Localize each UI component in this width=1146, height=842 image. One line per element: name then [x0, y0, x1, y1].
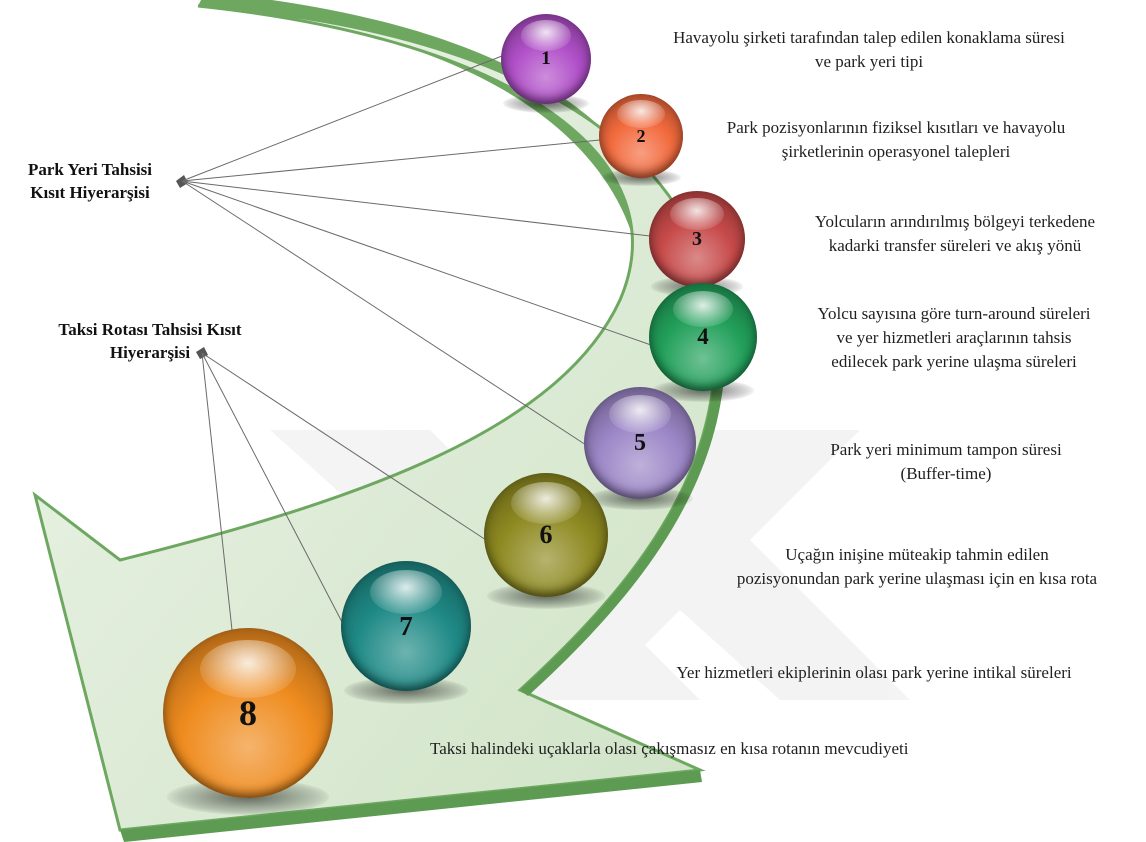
ball-highlight: [200, 639, 296, 698]
step-ball-1: 1: [501, 14, 591, 104]
parking-hierarchy-line1: Park Yeri Tahsisi: [27, 160, 153, 179]
step-number: 4: [697, 324, 709, 349]
step-ball-5: 5: [584, 387, 696, 499]
taxi-connector-line-7: [201, 352, 343, 623]
step-ball-8: 8: [163, 628, 333, 798]
step-number: 3: [692, 227, 702, 250]
description-line: Havayolu şirketi tarafından talep edilen…: [673, 28, 1065, 47]
description-line: Park yeri minimum tampon süresi: [830, 440, 1062, 459]
ball-highlight: [608, 394, 672, 433]
ball-highlight: [511, 481, 581, 524]
step-description-1: Havayolu şirketi tarafından talep edilen…: [594, 26, 1144, 74]
step-description-3: Yolcuların arındırılmış bölgeyi terkeden…: [770, 210, 1140, 258]
step-ball-2: 2: [599, 94, 683, 178]
step-number: 5: [634, 429, 646, 456]
description-line: Uçağın inişine müteakip tahmin edilen: [785, 545, 1049, 564]
taxi-hierarchy-label: Taksi Rotası Tahsisi Kısıt Hiyerarşisi: [20, 318, 280, 364]
description-line: ve park yeri tipi: [814, 52, 924, 71]
description-line: ve yer hizmetleri araçlarının tahsis: [836, 328, 1072, 347]
connector-lines: [181, 55, 652, 631]
step-number: 6: [539, 520, 553, 549]
step-description-7: Yer hizmetleri ekiplerinin olası park ye…: [604, 661, 1144, 685]
step-ball-7: 7: [341, 561, 471, 691]
ball-highlight: [520, 20, 572, 51]
parking-connector-line-4: [181, 180, 652, 346]
description-line: Taksi halindeki uçaklarla olası çakışmas…: [430, 739, 909, 758]
parking-connector-line-2: [181, 139, 601, 182]
taxi-hierarchy-line1: Taksi Rotası Tahsisi Kısıt: [58, 320, 242, 339]
step-description-8: Taksi halindeki uçaklarla olası çakışmas…: [430, 737, 1030, 761]
description-line: pozisyonundan park yerine ulaşması için …: [736, 569, 1098, 588]
parking-connector-line-3: [181, 180, 651, 237]
step-ball-4: 4: [649, 283, 757, 391]
step-description-2: Park pozisyonlarının fiziksel kısıtları …: [676, 116, 1116, 164]
step-description-5: Park yeri minimum tampon süresi (Buffer-t…: [776, 438, 1116, 486]
step-number: 8: [239, 693, 257, 733]
ball-highlight: [672, 290, 734, 328]
description-line: (Buffer-time): [900, 464, 992, 483]
description-line: şirketlerinin operasyonel talepleri: [781, 142, 1011, 161]
ball-highlight: [617, 99, 665, 129]
description-line: edilecek park yerine ulaşma süreleri: [831, 352, 1077, 371]
parking-hierarchy-line2: Kısıt Hiyerarşisi: [30, 183, 150, 202]
step-number: 2: [636, 125, 646, 146]
step-number: 7: [399, 610, 413, 641]
taxi-connector-line-8: [201, 352, 233, 631]
arrow-bottom-edge: [120, 770, 702, 842]
ball-highlight: [369, 570, 443, 615]
step-description-4: Yolcu sayısına göre turn-around süreleri…: [784, 302, 1124, 374]
description-line: Yolcuların arındırılmış bölgeyi terkeden…: [814, 212, 1096, 231]
step-description-6: Uçağın inişine müteakip tahmin edilen poz…: [690, 543, 1144, 591]
taxi-connector-line-6: [201, 352, 487, 541]
description-line: Yolcu sayısına göre turn-around süreleri: [817, 304, 1091, 323]
parking-hierarchy-label: Park Yeri Tahsisi Kısıt Hiyerarşisi: [4, 158, 176, 204]
parking-connector-line-5: [181, 180, 587, 446]
description-line: kadarki transfer süreleri ve akış yönü: [828, 236, 1082, 255]
taxi-hierarchy-line2: Hiyerarşisi: [109, 343, 191, 362]
parking-connector-line-1: [181, 55, 503, 182]
ball-highlight: [670, 197, 724, 231]
step-ball-3: 3: [649, 191, 745, 287]
description-line: Yer hizmetleri ekiplerinin olası park ye…: [676, 663, 1072, 682]
description-line: Park pozisyonlarının fiziksel kısıtları …: [726, 118, 1066, 137]
step-ball-6: 6: [484, 473, 608, 597]
step-number: 1: [541, 48, 551, 69]
